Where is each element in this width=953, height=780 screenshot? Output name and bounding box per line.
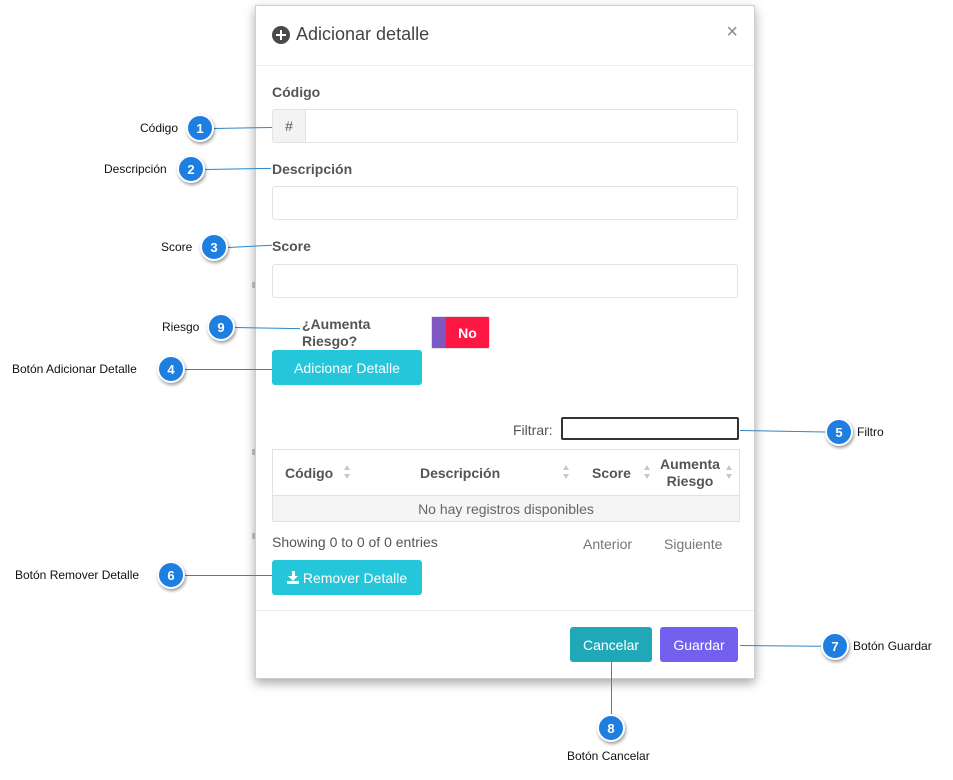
details-table: Código Descripción Score Aumenta Riesgo … <box>272 449 740 522</box>
riesgo-toggle[interactable]: No <box>431 316 490 349</box>
callout-label-save-button: Botón Guardar <box>853 639 932 653</box>
callout-badge-save-button: 7 <box>821 632 849 660</box>
callout-badge-cancel-button: 8 <box>597 714 625 742</box>
column-codigo[interactable]: Código <box>285 464 334 481</box>
empty-row: No hay registros disponibles <box>273 496 739 521</box>
background-fragment <box>252 282 255 288</box>
add-detail-button[interactable]: Adicionar Detalle <box>272 350 422 385</box>
score-label: Score <box>272 238 311 254</box>
callout-label-score: Score <box>161 240 193 254</box>
callout-label-filter: Filtro <box>857 425 884 439</box>
callout-label-descripcion: Descripción <box>104 162 167 176</box>
callout-line <box>185 575 272 576</box>
score-input[interactable] <box>272 264 738 298</box>
table-header: Código Descripción Score Aumenta Riesgo <box>273 450 739 496</box>
callout-badge-remove-button: 6 <box>157 561 185 589</box>
modal-title-text: Adicionar detalle <box>296 24 430 44</box>
callout-label-cancel-button: Botón Cancelar <box>567 749 650 763</box>
callout-badge-add-button: 4 <box>157 355 185 383</box>
download-icon <box>286 571 299 584</box>
callout-label-add-button: Botón Adicionar Detalle <box>12 362 137 376</box>
toggle-text: No <box>458 324 477 341</box>
background-fragment <box>252 533 255 539</box>
callout-line <box>185 369 272 370</box>
remove-detail-label: Remover Detalle <box>302 569 408 586</box>
pagination-previous[interactable]: Anterior <box>583 536 633 552</box>
background-fragment <box>252 449 255 455</box>
sort-icon[interactable] <box>344 465 351 479</box>
callout-badge-riesgo: 9 <box>207 313 235 341</box>
column-aumenta-riesgo[interactable]: Aumenta Riesgo <box>660 455 720 489</box>
cancel-button[interactable]: Cancelar <box>570 627 652 662</box>
riesgo-label: ¿Aumenta Riesgo? <box>302 316 371 349</box>
codigo-input[interactable]: # <box>272 109 738 143</box>
filter-label: Filtrar: <box>513 422 553 438</box>
column-descripcion[interactable]: Descripción <box>420 464 501 481</box>
callout-label-remove-button: Botón Remover Detalle <box>15 568 140 582</box>
sort-icon[interactable] <box>563 465 570 479</box>
callout-badge-score: 3 <box>200 233 228 261</box>
plus-circle-icon <box>272 25 290 44</box>
pagination-next[interactable]: Siguiente <box>664 536 723 552</box>
close-button[interactable]: × <box>726 21 738 43</box>
codigo-label: Código <box>272 84 321 100</box>
save-button[interactable]: Guardar <box>660 627 738 662</box>
callout-badge-filter: 5 <box>825 418 853 446</box>
sort-icon[interactable] <box>644 465 651 479</box>
callout-line <box>611 662 612 714</box>
filter-input[interactable] <box>561 417 739 440</box>
callout-badge-descripcion: 2 <box>177 155 205 183</box>
modal-title: Adicionar detalle <box>272 24 429 45</box>
toggle-handle <box>432 317 446 348</box>
modal-header: Adicionar detalle × <box>256 6 754 66</box>
column-score[interactable]: Score <box>592 464 631 481</box>
table-info: Showing 0 to 0 of 0 entries <box>272 534 438 550</box>
callout-label-codigo: Código <box>140 121 179 135</box>
descripcion-input[interactable] <box>272 186 738 220</box>
add-detail-modal: Adicionar detalle × Código # Descripción… <box>255 5 755 679</box>
remove-detail-button[interactable]: Remover Detalle <box>272 560 422 595</box>
descripcion-label: Descripción <box>272 161 353 177</box>
footer-divider <box>256 610 754 611</box>
callout-badge-codigo: 1 <box>186 114 214 142</box>
callout-label-riesgo: Riesgo <box>162 320 200 334</box>
hash-addon: # <box>273 110 306 142</box>
sort-icon[interactable] <box>726 465 733 479</box>
